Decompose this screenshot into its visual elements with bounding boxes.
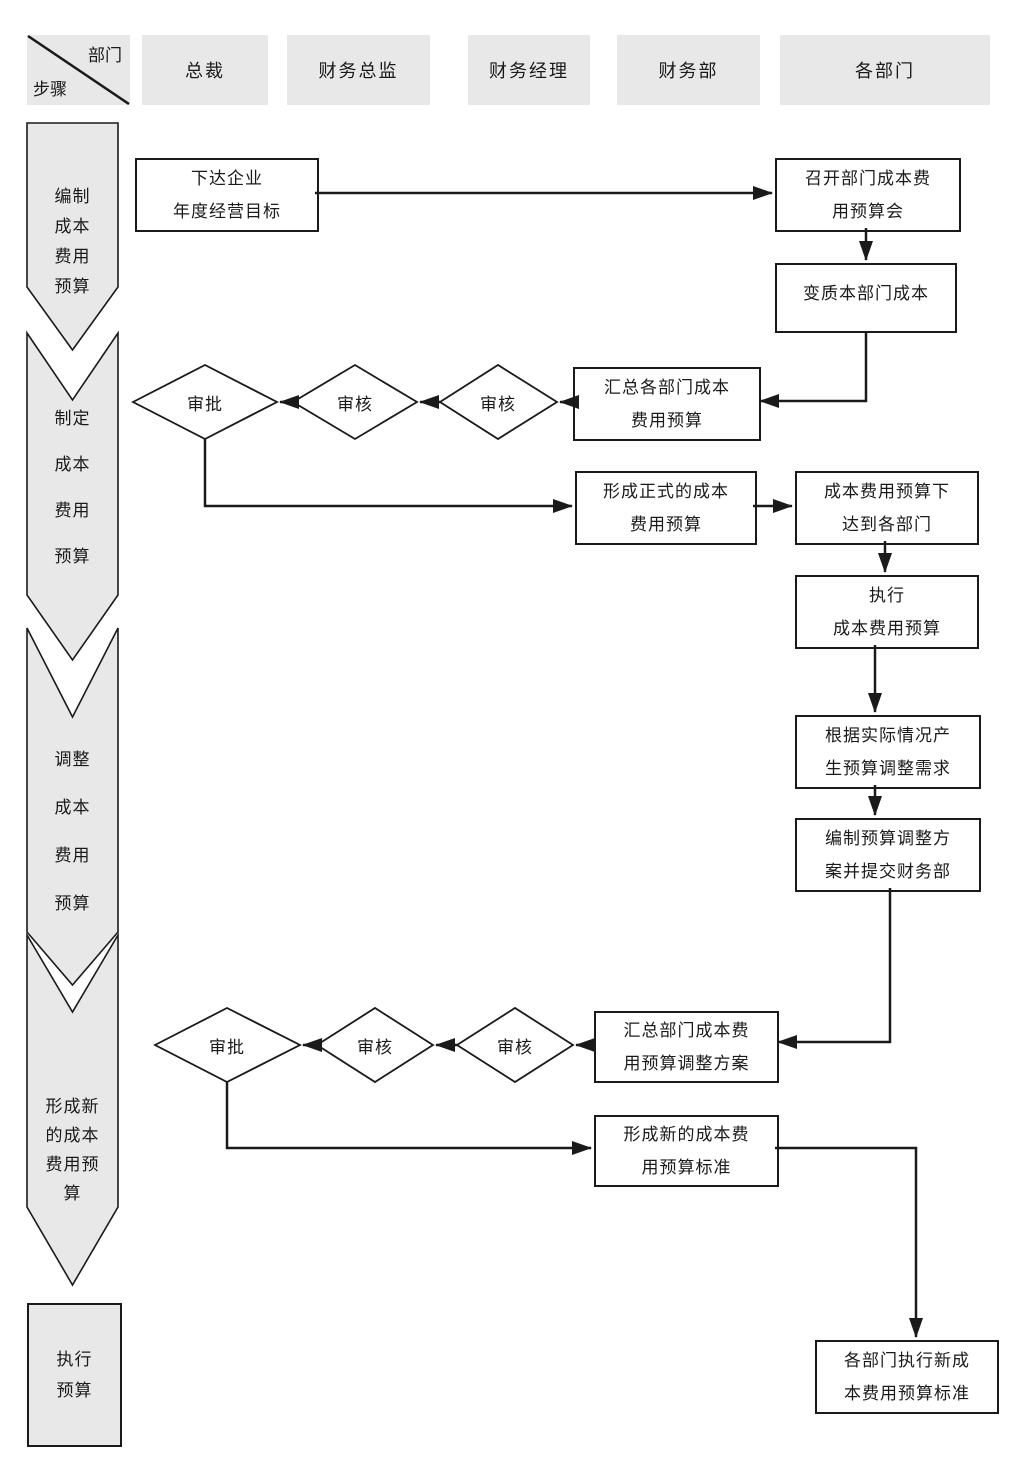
connector-approve1-to-formal <box>203 439 573 513</box>
flow-box-summarize-budget: 汇总各部门成本 费用预算 <box>573 367 761 441</box>
flow-box-issue-budget: 成本费用预算下 达到各部门 <box>795 471 979 545</box>
decision-label-review-2b: 审核 <box>357 1037 393 1057</box>
header-corner-cell: 部门 步骤 <box>27 35 130 105</box>
decision-label-approve-1: 审批 <box>187 394 223 414</box>
decision-label-review-2a: 审核 <box>497 1037 533 1057</box>
corner-label-steps: 步骤 <box>33 80 67 99</box>
lane-header-cfo: 财务总监 <box>287 35 430 105</box>
flow-box-adjust-need: 根据实际情况产 生预算调整需求 <box>795 715 981 789</box>
lane-header-finance-dept: 财务部 <box>617 35 760 105</box>
step-label-adjust: 调整成本 费用预算 <box>54 750 91 913</box>
flow-box-formal-budget: 形成正式的成本 费用预算 <box>575 471 757 545</box>
flow-box-summarize-adjust: 汇总部门成本费 用预算调整方案 <box>594 1011 779 1083</box>
flow-box-new-standard: 形成新的成本费 用预算标准 <box>594 1115 779 1187</box>
step-label-compile: 编制成本 费用预算 <box>54 187 91 296</box>
decision-label-review-1a: 审核 <box>480 394 516 414</box>
lane-header-president: 总裁 <box>142 35 268 105</box>
flow-box-execute-budget: 执行 成本费用预算 <box>795 575 979 649</box>
connector-newstandard-to-executenew <box>775 1146 923 1338</box>
step-label-set: 制定成本 费用预算 <box>54 409 91 566</box>
flow-box-adjust-plan: 编制预算调整方 案并提交财务部 <box>795 818 981 892</box>
step-box-execute: 执行 预算 <box>27 1303 122 1447</box>
lane-header-finance-manager: 财务经理 <box>468 35 590 105</box>
flow-box-budget-meeting: 召开部门成本费 用预算会 <box>775 158 961 232</box>
connector-approve2-to-newstandard <box>225 1082 592 1155</box>
decision-label-approve-2: 审批 <box>209 1037 245 1057</box>
corner-diagonal-line <box>27 35 130 105</box>
flow-box-execute-new-standard: 各部门执行新成 本费用预算标准 <box>815 1340 999 1414</box>
decision-label-review-1b: 审核 <box>337 394 373 414</box>
step-label-new-budget: 形成新的成本 费用预算 <box>45 1097 100 1203</box>
flow-box-dept-budget: 变质本部门成本 <box>775 263 957 333</box>
corner-label-department: 部门 <box>88 46 122 65</box>
lane-header-all-departments: 各部门 <box>780 35 990 105</box>
connector-plan-to-summarize2 <box>777 888 892 1049</box>
connector-deptbudget-to-summarize <box>759 333 868 408</box>
flow-box-annual-goal: 下达企业 年度经营目标 <box>135 158 319 232</box>
